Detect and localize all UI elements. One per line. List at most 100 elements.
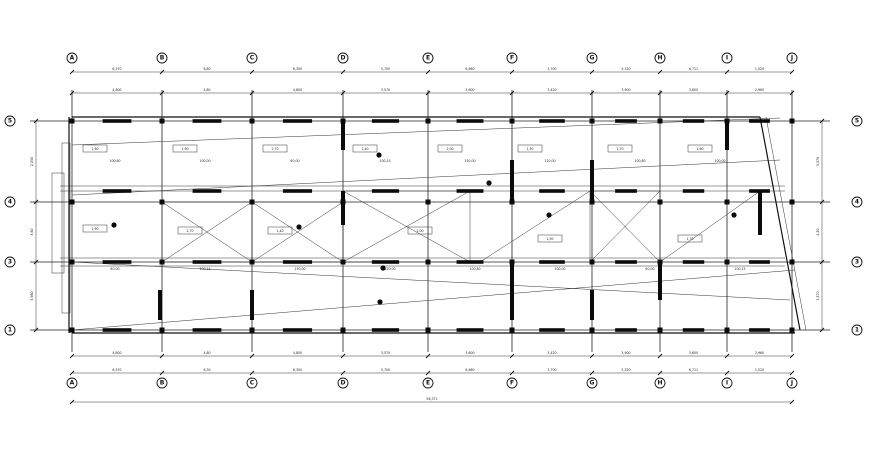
diagonal-guide <box>71 159 781 196</box>
dim-bottom-inner-value: 4,800 <box>112 351 121 355</box>
dim-right-value: 3,570 <box>816 291 820 300</box>
column-node <box>425 199 431 205</box>
node-marker <box>111 222 117 228</box>
column-node <box>657 327 663 333</box>
grid-bubble-top <box>156 52 168 64</box>
dim-bottom-inner-tick <box>425 353 431 359</box>
dim-top-outer-tick <box>340 69 346 75</box>
dim-top-inner-tick <box>340 90 346 96</box>
beam-segment <box>682 260 705 264</box>
grid-bubble-top <box>586 52 598 64</box>
grid-bubble-bottom-label: A <box>70 380 75 387</box>
dim-top-inner-tick <box>159 90 165 96</box>
dim-bottom-inner-tick <box>724 353 730 359</box>
beam-mark: 100,80 <box>469 267 480 271</box>
brace-diagonal <box>251 201 344 263</box>
dim-top-outer-value: 6,300 <box>293 67 302 71</box>
beam-segment <box>682 119 705 123</box>
grid-bubble-left-label: 5 <box>8 118 12 125</box>
node-marker <box>731 212 737 218</box>
beam-mark: 60,00 <box>290 159 299 163</box>
dim-left-tick <box>33 259 39 265</box>
column-node <box>724 199 730 205</box>
dim-top-outer-tick <box>159 69 165 75</box>
dim-bottom-outer-tick <box>509 370 515 376</box>
label-box <box>537 234 563 243</box>
room-mark: 1,60 <box>91 147 98 151</box>
column-node <box>724 259 730 265</box>
label-box <box>82 144 108 153</box>
node-marker <box>546 212 552 218</box>
column-node <box>249 118 255 124</box>
column-member <box>510 262 514 300</box>
grid-bubble-bottom-label: C <box>250 380 255 387</box>
column-node <box>69 118 75 124</box>
column-node <box>69 199 75 205</box>
dim-top-outer-value: 3,700 <box>547 67 556 71</box>
room-mark: 1,90 <box>181 147 188 151</box>
beam-segment <box>192 328 222 332</box>
grid-bubble-top <box>66 52 78 64</box>
beam-mark: 60,00 <box>645 267 654 271</box>
grid-bubble-bottom <box>786 377 798 389</box>
room-mark: 1,70 <box>686 237 693 241</box>
column-member <box>158 290 162 320</box>
grid-bubble-top <box>246 52 258 64</box>
brace-diagonal <box>659 190 761 263</box>
column-node <box>340 327 346 333</box>
dim-top-inner-tick <box>589 90 595 96</box>
beam-segment <box>682 189 705 193</box>
room-mark: 1,40 <box>276 229 283 233</box>
dim-top-inner-tick <box>69 90 75 96</box>
column-member <box>510 160 514 202</box>
dim-top-inner-value: 3,900 <box>621 88 630 92</box>
dim-top-inner-value: 4,800 <box>112 88 121 92</box>
dim-top-outer-tick <box>509 69 515 75</box>
grid-bubble-right-label: 3 <box>855 259 859 266</box>
beam-segment <box>456 189 484 193</box>
column-member <box>341 191 345 225</box>
column-node <box>589 327 595 333</box>
dim-top-outer-value: 5,320 <box>621 67 630 71</box>
room-mark: 1,90 <box>91 227 98 231</box>
entry-frame <box>51 172 65 274</box>
beam-mark: 120,00 <box>384 267 395 271</box>
dim-top-outer-value: 6,711 <box>689 67 698 71</box>
beam-mark: 120,00 <box>544 159 555 163</box>
dim-top-inner-value: 4,800 <box>293 88 302 92</box>
grid-bubble-top-label: I <box>726 55 728 62</box>
label-box <box>262 144 288 153</box>
dim-bottom-outer-value: 6,711 <box>689 368 698 372</box>
dim-left-tick <box>33 118 39 124</box>
beam-mark: 100,00 <box>554 267 565 271</box>
column-node <box>425 118 431 124</box>
beam-segment <box>102 328 132 332</box>
grid-bubble-bottom <box>246 377 258 389</box>
beam-segment <box>456 119 484 123</box>
label-box <box>267 226 293 235</box>
dim-right-tick <box>819 199 825 205</box>
node-marker <box>380 265 386 271</box>
grid-bubble-top-label: E <box>426 55 430 62</box>
grid-bubble-bottom-label: B <box>160 380 165 387</box>
dim-bottom-outer-value: 6,30 <box>203 368 210 372</box>
room-mark: 1,50 <box>526 147 533 151</box>
dim-bottom-inner-value: 3,570 <box>381 351 390 355</box>
dim-bottom-outer-value: 6,570 <box>112 368 121 372</box>
grid-bubble-left <box>4 196 16 208</box>
grid-bubble-top-label: G <box>590 55 595 62</box>
dim-bottom-outer-value: 6,660 <box>465 368 474 372</box>
node-marker <box>296 224 302 230</box>
grid-bubble-bottom-label: H <box>657 380 662 387</box>
grid-bubble-bottom-label: F <box>510 380 514 387</box>
dim-top-outer-tick <box>69 69 75 75</box>
grid-bubble-bottom-label: D <box>341 380 346 387</box>
grid-bubble-bottom-label: J <box>790 380 793 387</box>
column-node <box>789 327 795 333</box>
dim-top-inner-value: 3,570 <box>381 88 390 92</box>
grid-bubble-top <box>786 52 798 64</box>
grid-bubble-left <box>4 115 16 127</box>
dim-bottom-outer-tick <box>249 370 255 376</box>
